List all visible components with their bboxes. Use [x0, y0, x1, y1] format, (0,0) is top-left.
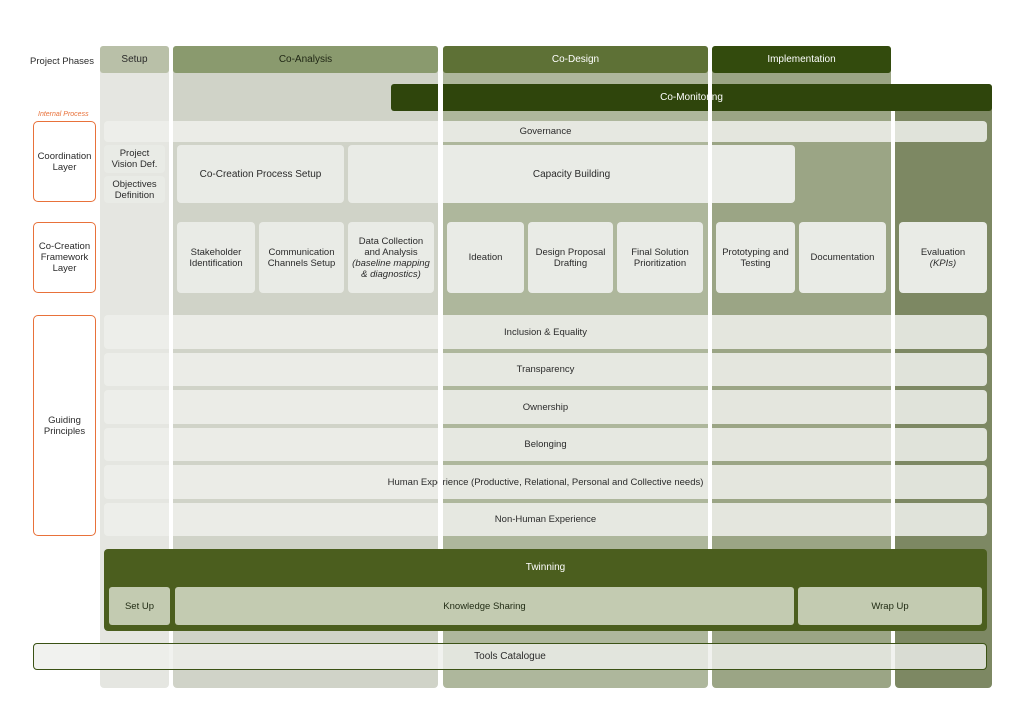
evaluation-title: Evaluation — [920, 246, 966, 258]
governance-band: Governance — [104, 121, 987, 142]
prototyping-cell: Prototyping and Testing — [716, 222, 795, 293]
phase-divider — [891, 111, 895, 688]
twinning-title: Twinning — [525, 562, 566, 573]
project-phases-label: Project Phases — [30, 55, 94, 67]
evaluation-note: (KPIs) — [929, 257, 957, 269]
phase-divider — [169, 46, 173, 688]
capacity-building-cell: Capacity Building — [348, 145, 795, 203]
guiding-principles-label: Guiding Principles — [33, 315, 96, 536]
process-setup-cell: Co-Creation Process Setup — [177, 145, 344, 203]
phase-implementation-header: Implementation — [712, 46, 891, 73]
phase-co-analysis-header: Co-Analysis — [173, 46, 438, 73]
coordination-layer-label: Coordination Layer — [33, 121, 96, 202]
ideation-cell: Ideation — [447, 222, 524, 293]
principle-band: Ownership — [104, 390, 987, 424]
cocreation-framework-layer-label: Co-Creation Framework Layer — [33, 222, 96, 293]
twinning-setup-cell: Set Up — [109, 587, 170, 625]
twinning-block: Twinning Set Up Knowledge Sharing Wrap U… — [104, 549, 987, 631]
wrap-up-cell: Wrap Up — [798, 587, 982, 625]
tools-catalogue-bar: Tools Catalogue — [33, 643, 987, 670]
phase-divider — [438, 46, 443, 688]
design-proposal-cell: Design Proposal Drafting — [528, 222, 613, 293]
phase-divider — [708, 46, 712, 688]
internal-process-label: Internal Process — [38, 111, 89, 118]
final-solution-cell: Final Solution Prioritization — [617, 222, 703, 293]
phase-co-design-header: Co-Design — [443, 46, 708, 73]
communication-channels-cell: Communication Channels Setup — [259, 222, 344, 293]
evaluation-cell: Evaluation (KPIs) — [899, 222, 987, 293]
stakeholder-identification-cell: Stakeholder Identification — [177, 222, 255, 293]
principle-band: Non-Human Experience — [104, 503, 987, 536]
co-monitoring-bar: Co-Monitoring — [391, 84, 992, 111]
principle-band: Inclusion & Equality — [104, 315, 987, 349]
data-collection-cell: Data Collection and Analysis (baseline m… — [348, 222, 434, 293]
documentation-cell: Documentation — [799, 222, 886, 293]
data-collection-note: (baseline mapping & diagnostics) — [352, 257, 430, 280]
principle-band: Human Experience (Productive, Relational… — [104, 465, 987, 499]
phase-setup-header: Setup — [100, 46, 169, 73]
data-collection-title: Data Collection and Analysis — [358, 235, 424, 258]
principle-band: Transparency — [104, 353, 987, 386]
principle-band: Belonging — [104, 428, 987, 461]
project-vision-cell: Project Vision Def. — [104, 145, 165, 173]
knowledge-sharing-cell: Knowledge Sharing — [175, 587, 794, 625]
objectives-definition-cell: Objectives Definition — [104, 176, 165, 203]
